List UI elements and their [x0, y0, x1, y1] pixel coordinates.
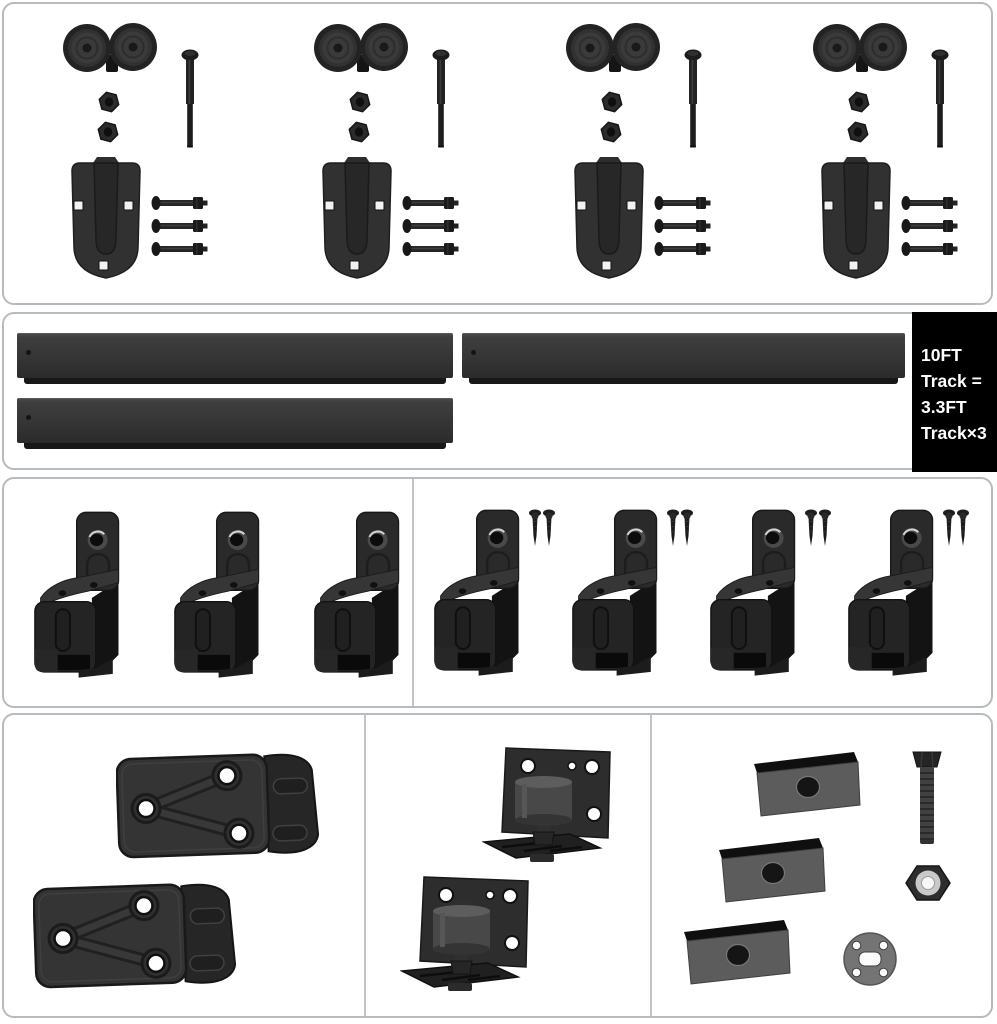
- spacer-block: [753, 751, 861, 817]
- roller-hanger-set: [812, 22, 959, 279]
- track-rail: [17, 333, 453, 378]
- panel-tracks: 10FT Track = 3.3FT Track×3: [2, 312, 997, 472]
- track-rail-lip: [469, 378, 898, 384]
- track-bracket: [847, 509, 934, 677]
- roller-hanger-set: [62, 22, 209, 279]
- panel-accessories: [2, 713, 993, 1018]
- door-handle: [33, 883, 235, 989]
- panel-roller-hangers: [2, 2, 993, 305]
- track-bolt-hole: [471, 350, 476, 355]
- screw-pair: [528, 509, 556, 547]
- roller-hanger-set: [313, 22, 460, 279]
- flange-connector: [843, 932, 897, 986]
- track-note-line: 3.3FT: [921, 397, 967, 417]
- track-rail: [17, 398, 453, 443]
- adjustable-floor-guide: [400, 875, 530, 993]
- track-rail: [462, 333, 905, 378]
- track-rail-lip: [24, 378, 446, 384]
- hex-nut-large: [905, 865, 951, 901]
- spacer-block: [718, 837, 826, 903]
- track-bracket: [33, 511, 120, 679]
- track-note-line: Track =: [921, 371, 982, 391]
- track-note-line: Track×3: [921, 423, 987, 443]
- track-bracket: [313, 511, 400, 679]
- track-bracket: [433, 509, 520, 677]
- track-length-note: 10FT Track = 3.3FT Track×3: [912, 312, 997, 472]
- spacer-block: [683, 919, 791, 985]
- door-handle: [116, 753, 318, 859]
- track-bolt-hole: [26, 415, 31, 420]
- adjustable-floor-guide: [482, 746, 612, 864]
- panel-divider: [412, 479, 414, 706]
- track-bracket: [571, 509, 658, 677]
- panel-divider: [650, 715, 652, 1016]
- roller-hanger-set: [565, 22, 712, 279]
- screw-pair: [942, 509, 970, 547]
- screw-pair: [804, 509, 832, 547]
- track-bolt-hole: [26, 350, 31, 355]
- screw-pair: [666, 509, 694, 547]
- track-note-line: 10FT: [921, 345, 962, 365]
- track-rail-lip: [24, 443, 446, 449]
- track-bracket: [709, 509, 796, 677]
- hex-bolt: [912, 751, 942, 845]
- track-bracket: [173, 511, 260, 679]
- panel-wall-brackets: [2, 477, 993, 708]
- panel-divider: [364, 715, 366, 1016]
